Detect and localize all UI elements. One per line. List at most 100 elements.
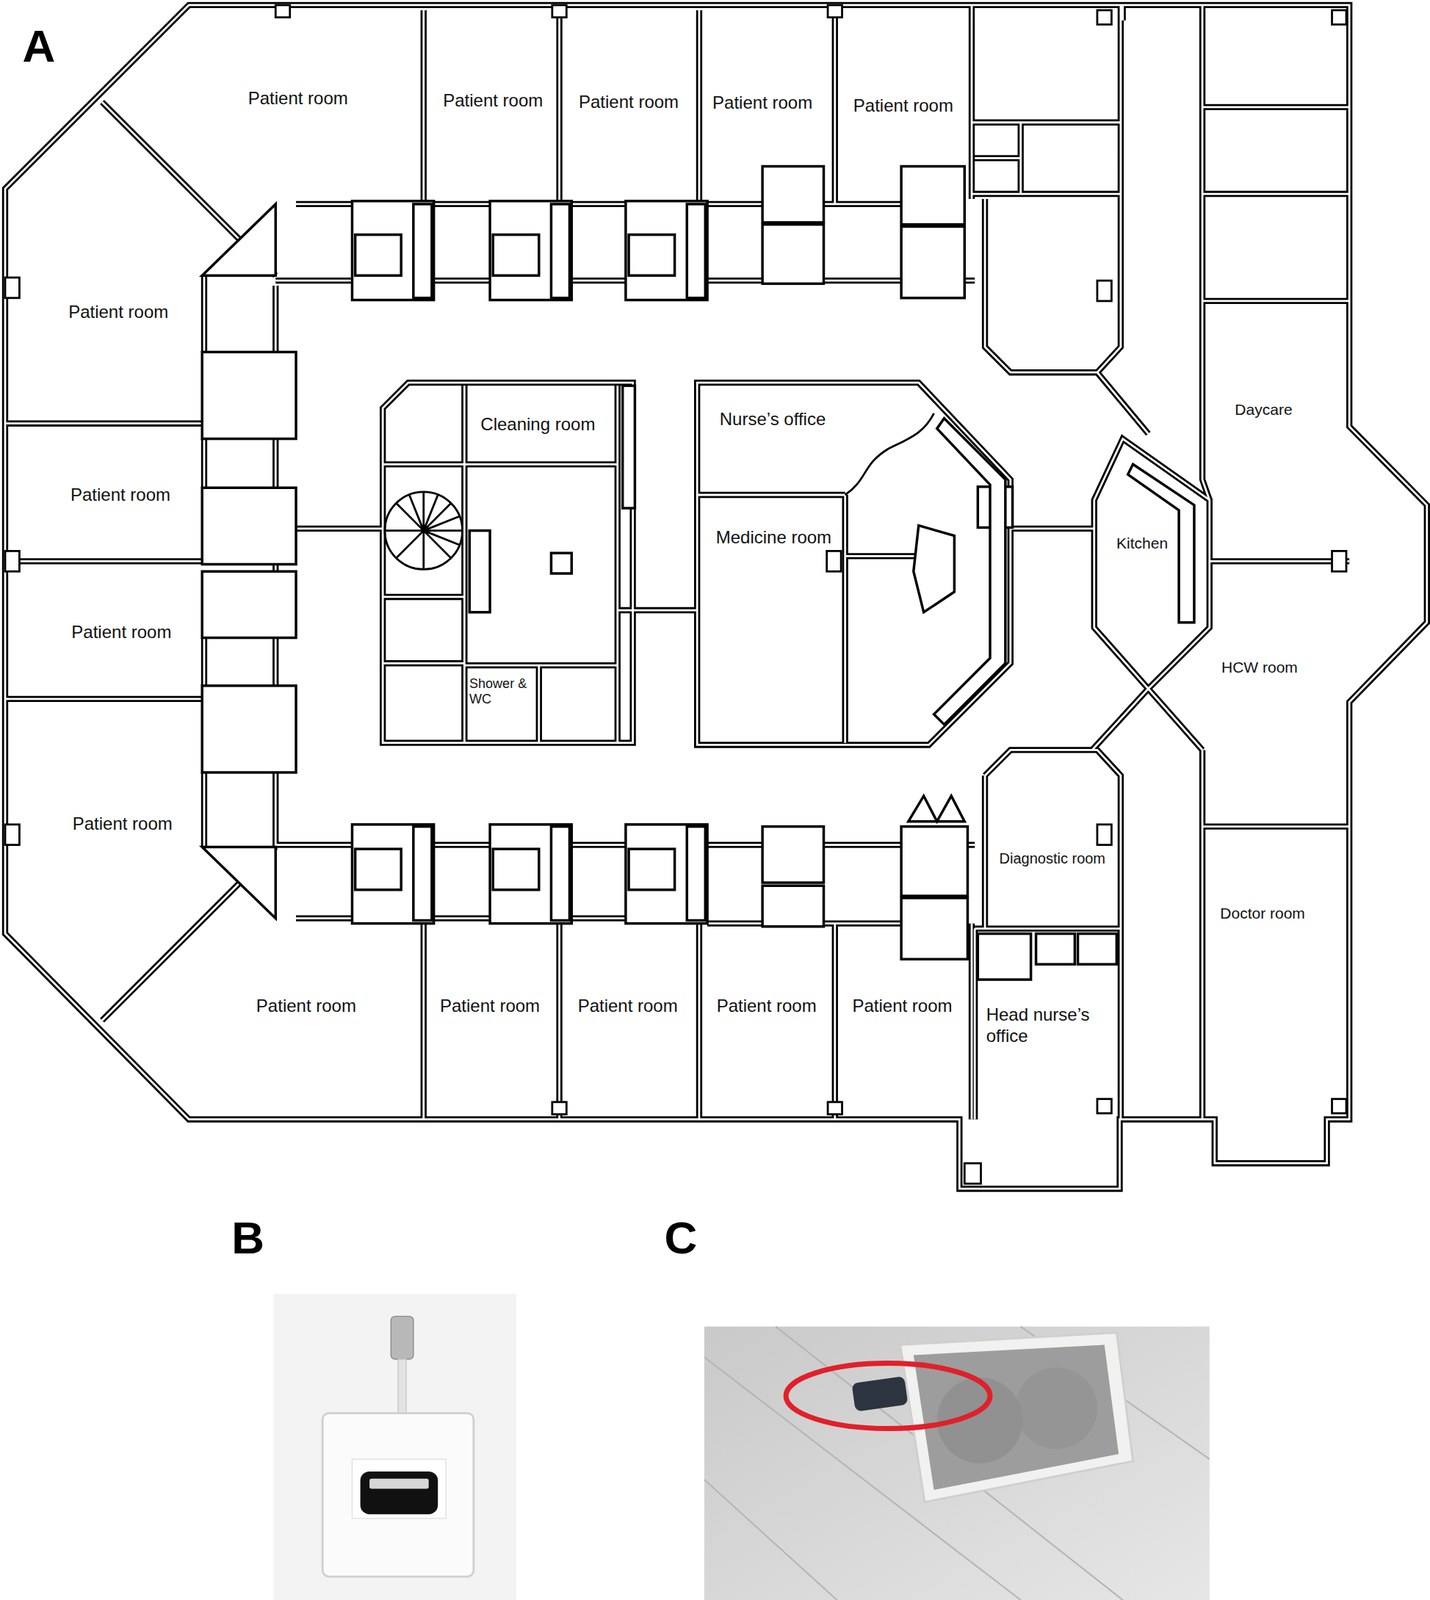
room-label: Patient room <box>248 88 349 110</box>
room: Patient room <box>10 426 202 560</box>
fixtures <box>201 166 1195 981</box>
room: Nurse’s office <box>699 385 915 493</box>
room: Patient room <box>563 923 700 1118</box>
pillar <box>827 5 842 18</box>
fixture <box>492 849 540 891</box>
pillar <box>827 550 841 572</box>
room: Shower & WC <box>466 668 538 740</box>
room: Patient room <box>107 10 424 205</box>
pillar <box>550 553 572 574</box>
ceiling-sensor <box>851 1376 908 1413</box>
photo-ground <box>273 1294 517 1600</box>
fixture <box>1078 934 1118 966</box>
pillar <box>1097 1099 1112 1114</box>
room-label: Patient room <box>68 301 169 324</box>
sensor-tag <box>360 1471 439 1515</box>
vent-disc <box>1015 1367 1098 1450</box>
badge-strap <box>398 1359 407 1416</box>
fixture <box>628 849 675 891</box>
room: Patient room <box>428 923 560 1118</box>
room-label: Cleaning room <box>480 414 595 436</box>
pillar <box>1097 280 1112 302</box>
room: HCW room <box>1212 564 1348 825</box>
pillar <box>1332 10 1347 25</box>
bathroom <box>489 824 572 924</box>
corner-shaft <box>201 846 276 919</box>
room: Patient room <box>10 564 202 698</box>
curved-wall <box>845 413 935 496</box>
room-label: Doctor room <box>1219 904 1306 923</box>
badge-clip <box>390 1316 414 1360</box>
room: Diagnostic room <box>987 780 1121 927</box>
door-leaf <box>908 796 965 822</box>
fixture <box>492 235 540 277</box>
pillar <box>5 550 20 572</box>
room: Kitchen <box>1100 502 1207 626</box>
fixture <box>686 827 706 922</box>
desk <box>913 525 955 613</box>
tile-seams <box>704 1327 1210 1600</box>
room-label: Patient room <box>439 995 540 1018</box>
bathroom <box>901 226 965 299</box>
corner-shaft <box>201 204 276 276</box>
badge-photo <box>273 1294 517 1600</box>
bathroom <box>901 166 965 225</box>
room-label: Shower & WC <box>469 676 537 709</box>
bathroom <box>351 824 434 924</box>
fixture <box>355 849 402 891</box>
room-label: Patient room <box>716 995 817 1018</box>
pillar <box>5 277 20 299</box>
room: Head nurse’s office <box>976 981 1121 1118</box>
room-label: Head nurse’s office <box>986 1004 1118 1048</box>
bathroom <box>762 224 824 285</box>
vent-frame <box>900 1333 1134 1503</box>
room-label: Patient room <box>70 484 171 507</box>
bathroom <box>901 827 968 897</box>
panel-letter: C <box>664 1215 698 1262</box>
pillar <box>827 1102 842 1115</box>
room: Patient room <box>563 10 700 205</box>
room-label: Daycare <box>1234 400 1292 419</box>
pillars <box>5 5 1347 1184</box>
bathroom <box>489 201 572 301</box>
pillar <box>5 824 20 846</box>
room: Medicine room <box>699 497 844 742</box>
stair-treads <box>384 492 463 570</box>
room-label: HCW room <box>1221 658 1298 677</box>
room: Cleaning room <box>467 387 617 462</box>
badge-window <box>351 1459 446 1519</box>
fixture <box>622 385 636 509</box>
room: Patient room <box>703 10 836 164</box>
room: Patient room <box>10 193 202 421</box>
bathroom <box>201 487 296 565</box>
wall-outline <box>5 5 1428 1190</box>
bathroom <box>762 885 824 927</box>
pillar <box>552 5 567 18</box>
wall-inner <box>5 5 1428 1190</box>
room-label: Patient room <box>72 813 173 836</box>
room-label: Medicine room <box>716 527 832 549</box>
room: Patient room <box>107 923 424 1118</box>
ceiling-photo <box>704 1327 1210 1600</box>
room: Patient room <box>428 10 560 205</box>
bathroom <box>351 201 434 301</box>
room: Patient room <box>703 929 836 1118</box>
room-label: Patient room <box>442 90 543 112</box>
room-label: Kitchen <box>1116 533 1168 553</box>
room: Patient room <box>838 10 970 164</box>
badge-holder <box>322 1413 474 1577</box>
fixture <box>550 204 570 299</box>
bathroom <box>762 166 824 223</box>
spiral-stair <box>384 492 463 570</box>
room-label: Diagnostic room <box>999 849 1107 868</box>
bathroom <box>201 685 296 773</box>
fixture <box>1036 934 1076 966</box>
stairs <box>384 492 463 570</box>
room-label: Patient room <box>256 995 357 1018</box>
counter <box>934 418 1006 725</box>
fixture <box>686 204 706 299</box>
room-label: Patient room <box>851 995 952 1018</box>
photo-ground <box>704 1327 1210 1600</box>
